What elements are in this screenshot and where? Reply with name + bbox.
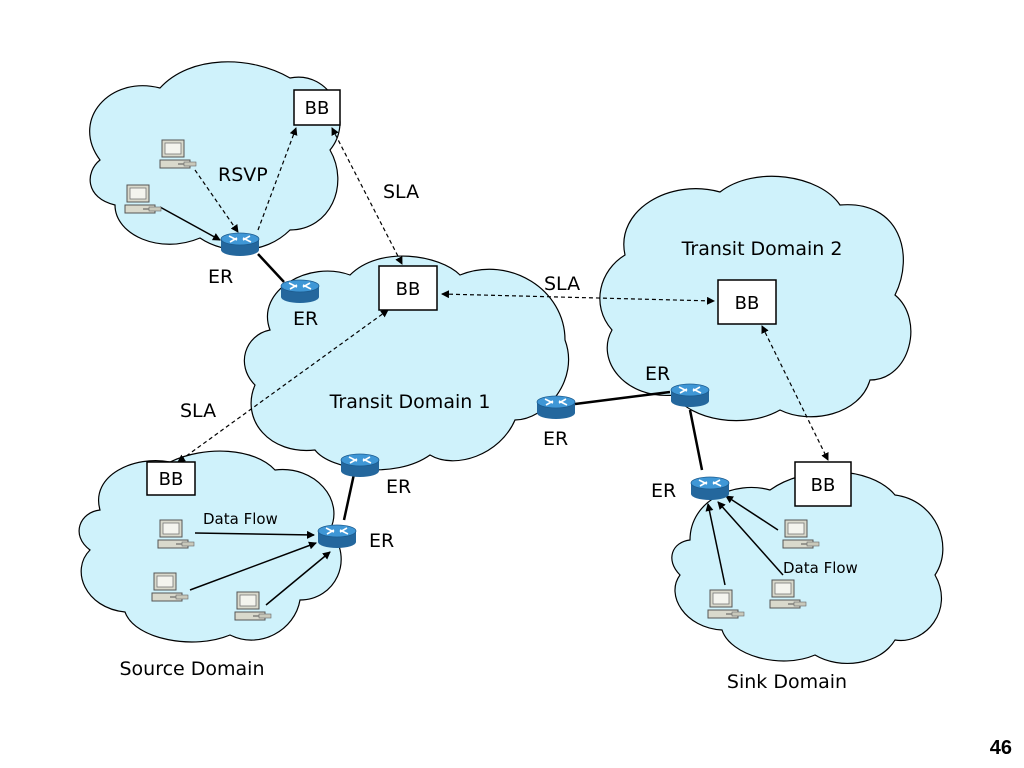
flow-sink-host2	[717, 501, 784, 576]
er-label: ER	[543, 428, 568, 450]
link-transit2-sink	[688, 409, 704, 471]
flow-source-host1	[194, 530, 315, 539]
router-icon	[670, 383, 710, 408]
er-label: ER	[651, 480, 676, 502]
bb-label: BB	[305, 98, 330, 119]
bandwidth-broker-box: BB	[146, 461, 196, 496]
er-label: ER	[208, 266, 233, 288]
sla-top-to-transit1	[331, 127, 403, 265]
link-transit1-transit2	[574, 390, 671, 406]
router-icon	[317, 524, 357, 549]
router-icon	[340, 453, 380, 478]
bandwidth-broker-box: BB	[378, 265, 438, 311]
flow-source-host3	[265, 551, 331, 606]
link-transit1-source	[342, 473, 356, 521]
transit-domain-1-label: Transit Domain 1	[329, 391, 491, 413]
rsvp-label: RSVP	[218, 164, 268, 186]
bandwidth-broker-box: BB	[293, 89, 341, 126]
sla-label: SLA	[180, 400, 216, 422]
bb-label: BB	[735, 293, 760, 314]
bandwidth-brokers: BB BB BB BB BB	[146, 89, 852, 507]
sla-transit1-to-transit2	[441, 290, 715, 305]
data-flow-arrows	[159, 206, 784, 606]
flow-sink-host3	[725, 495, 779, 531]
router-icon	[690, 476, 730, 501]
link-er-top-transit1	[257, 253, 285, 283]
source-domain-label: Source Domain	[119, 658, 264, 680]
bb-label: BB	[396, 279, 421, 300]
sink-domain-label: Sink Domain	[727, 671, 847, 693]
sla-label: SLA	[544, 273, 580, 295]
signalling-links	[177, 127, 829, 463]
transit-domain-2-label: Transit Domain 2	[681, 238, 843, 260]
cloud-source-domain: Source Domain	[78, 450, 342, 680]
sla-label: SLA	[383, 181, 419, 203]
sla-transit1-to-source	[177, 309, 389, 463]
bb-label: BB	[811, 475, 836, 496]
router-icon	[220, 232, 260, 257]
er-label: ER	[369, 530, 394, 552]
router-icon	[536, 395, 576, 420]
rsvp-host-to-er	[194, 169, 239, 233]
router-icon	[280, 279, 320, 304]
physical-links	[257, 253, 704, 521]
er-label: ER	[645, 363, 670, 385]
er-label: ER	[293, 308, 318, 330]
bb-label: BB	[159, 469, 184, 490]
page-number: 46	[989, 737, 1012, 759]
bandwidth-broker-box: BB	[794, 461, 852, 507]
er-label: ER	[386, 476, 411, 498]
bandwidth-broker-box: BB	[717, 279, 777, 325]
flow-sink-host1	[705, 503, 726, 586]
sla-transit2-to-sink	[761, 325, 829, 461]
flow-source-host2	[189, 541, 317, 591]
flow-host-to-er-top	[159, 206, 221, 241]
data-flow-label: Data Flow	[203, 510, 278, 528]
labels: RSVP SLA SLA SLA ER ER ER ER ER ER ER Da…	[180, 164, 858, 577]
data-flow-label: Data Flow	[783, 559, 858, 577]
